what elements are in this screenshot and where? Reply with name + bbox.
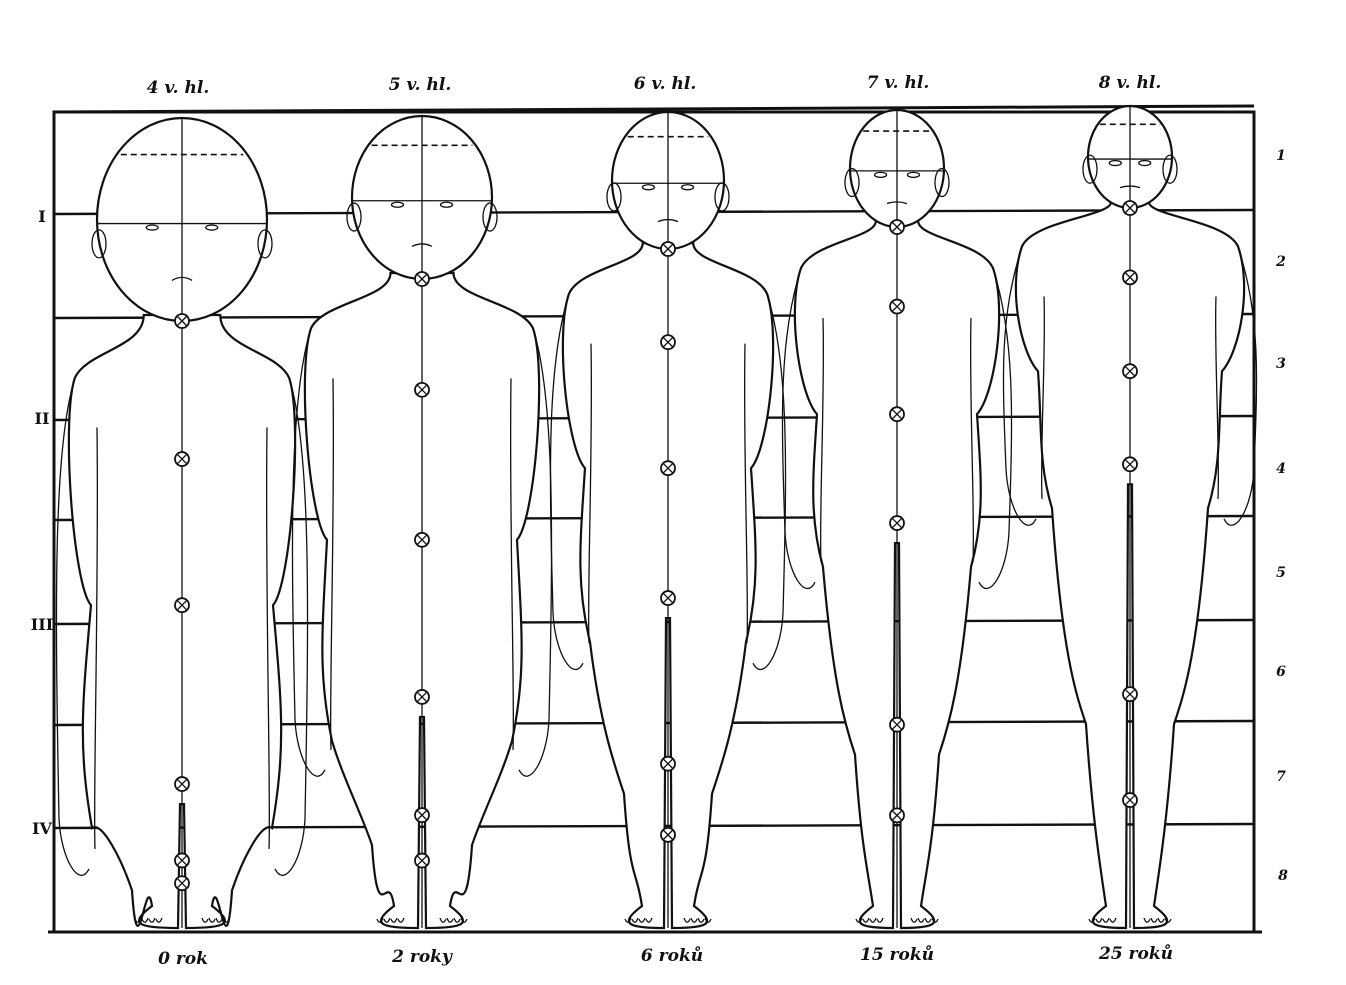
right-scale-label-5: 5: [1276, 565, 1286, 581]
right-scale-label-7: 7: [1276, 769, 1286, 785]
head-count-label-2: 5 v. hl.: [389, 75, 452, 95]
left-scale-label-3: III: [31, 615, 53, 634]
left-scale-label-1: I: [38, 207, 45, 226]
age-label-4: 15 roků: [860, 944, 934, 965]
right-scale-label-3: 3: [1276, 356, 1286, 372]
figure-teen: [782, 110, 1011, 928]
age-labels: 0 rok 2 roky 6 roků 15 roků 25 roků: [158, 943, 1173, 969]
left-scale-label-4: IV: [32, 819, 52, 838]
age-label-2: 2 roky: [391, 947, 453, 967]
right-scale-label-8: 8: [1278, 868, 1288, 884]
age-label-5: 25 roků: [1098, 943, 1173, 964]
left-scale: I II III IV: [31, 207, 53, 838]
figure-child: [550, 112, 785, 928]
age-label-3: 6 roků: [641, 945, 703, 966]
right-scale-label-1: 1: [1276, 148, 1286, 164]
head-count-labels: 4 v. hl. 5 v. hl. 6 v. hl. 7 v. hl. 8 v.…: [147, 73, 1162, 98]
head-count-label-4: 7 v. hl.: [867, 73, 930, 93]
figure-toddler: [292, 116, 551, 928]
right-scale-label-6: 6: [1276, 664, 1286, 680]
head-count-label-3: 6 v. hl.: [634, 74, 697, 94]
head-count-label-1: 4 v. hl.: [147, 78, 210, 98]
right-scale-label-4: 4: [1276, 461, 1286, 477]
age-label-1: 0 rok: [158, 949, 208, 969]
figures-group: [56, 106, 1256, 928]
figure-infant: [56, 118, 307, 928]
left-scale-label-2: II: [35, 409, 50, 428]
right-scale: 1 2 3 4 5 6 7 8: [1275, 148, 1288, 884]
right-scale-label-2: 2: [1275, 254, 1286, 270]
head-count-label-5: 8 v. hl.: [1098, 73, 1162, 93]
